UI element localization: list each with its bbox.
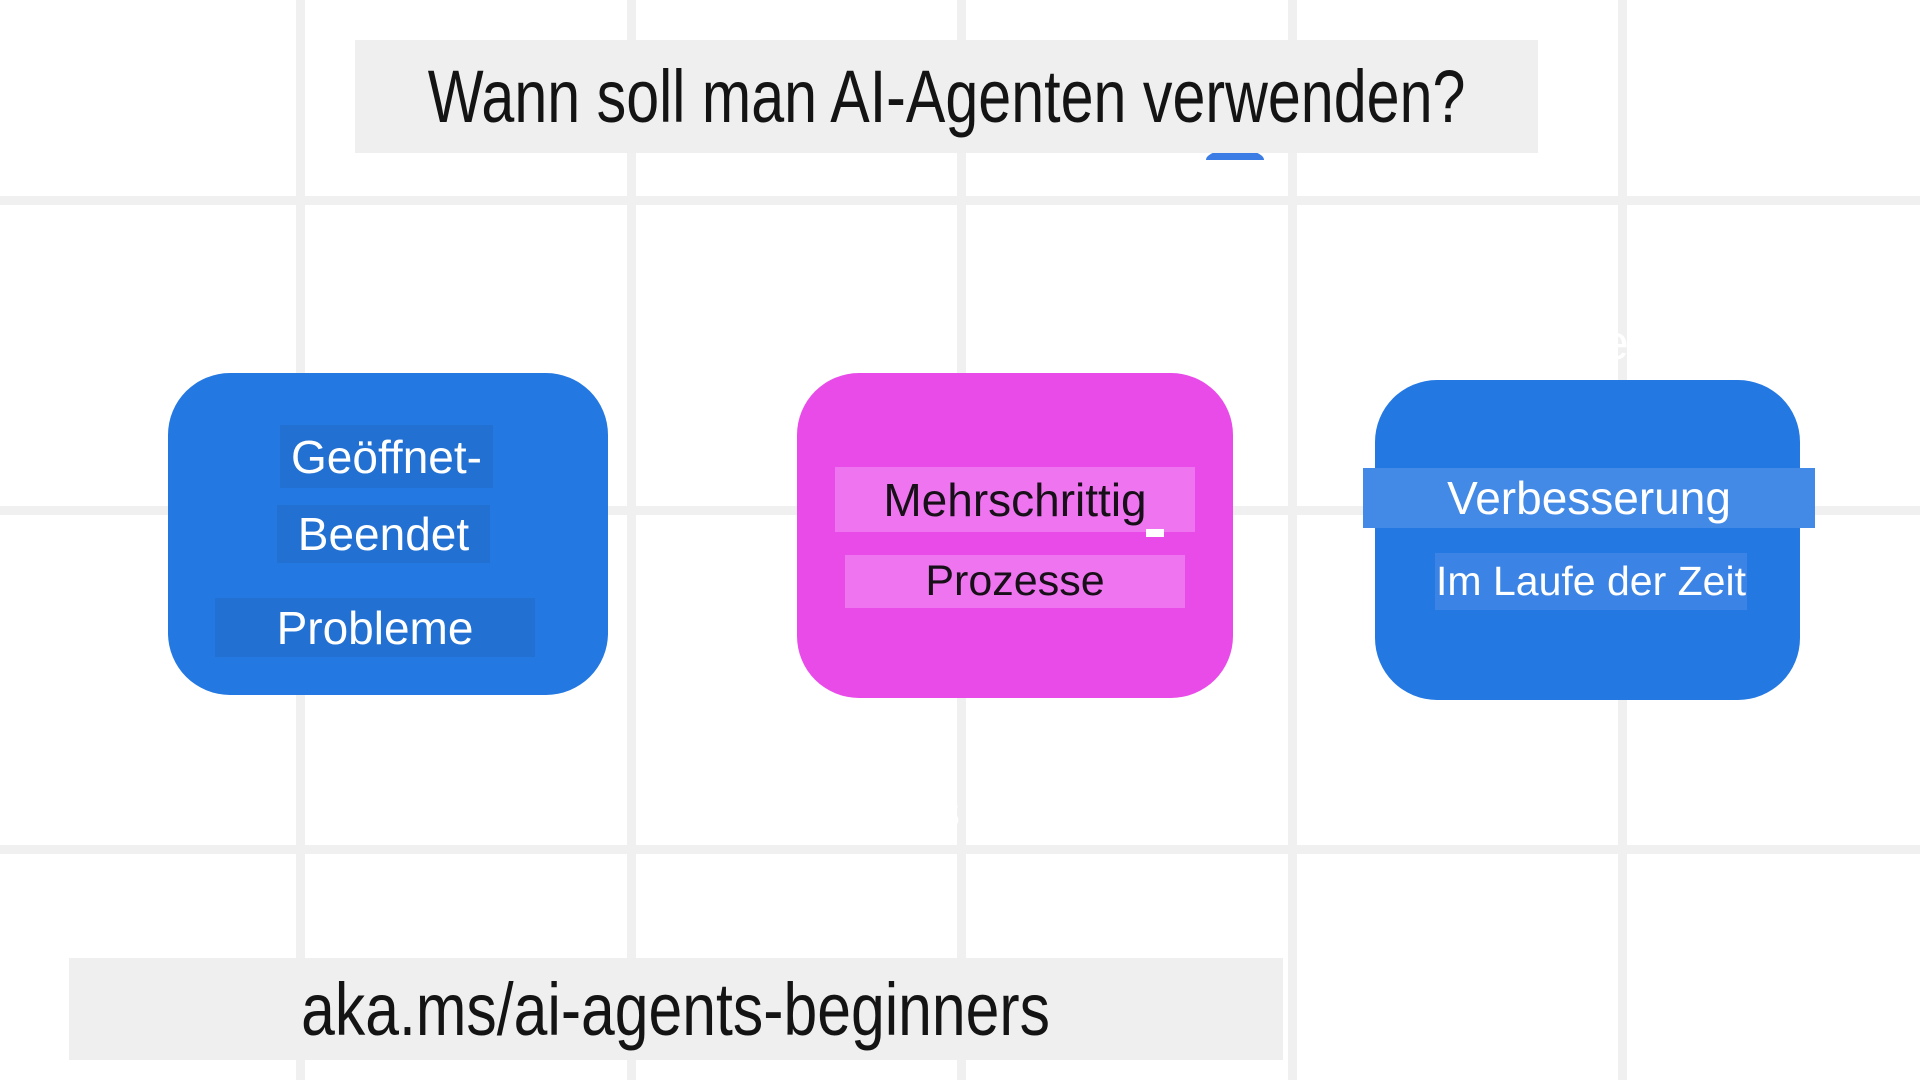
card-open-line-1: Geöffnet- (280, 425, 493, 488)
ghost-letter: s (936, 785, 960, 838)
card-open-ended-problems[interactable]: Geöffnet- Beendet Probleme (168, 373, 608, 695)
card-open-line-3: Probleme (215, 598, 535, 657)
ghost-letter: e (1602, 317, 1629, 370)
card-multi-step-processes[interactable]: Mehrschrittig Prozesse (797, 373, 1233, 698)
card-multi-line-2: Prozesse (845, 555, 1185, 608)
card-multi-line-1: Mehrschrittig (835, 467, 1195, 532)
card-open-line-2-text: Beendet (297, 508, 470, 560)
page-title: Wann soll man AI-Agenten verwenden? (355, 40, 1538, 153)
card-improve-line-1: Verbesserung (1363, 468, 1815, 528)
footer-link-text: aka.ms/ai-agents-beginners (301, 967, 1051, 1051)
blue-dot-artifact (1206, 149, 1264, 160)
page-title-text: Wann soll man AI-Agenten verwenden? (427, 55, 1466, 138)
card-multi-line-1-text: Mehrschrittig (883, 473, 1147, 526)
card-open-line-1-text: Geöffnet- (291, 430, 482, 483)
grid-line-horizontal (0, 845, 1920, 854)
card-improvement-over-time[interactable]: Verbesserung Im Laufe der Zeit (1363, 380, 1815, 700)
card-open-line-3-text: Probleme (276, 601, 474, 654)
grid-line-horizontal (0, 196, 1920, 205)
card-improve-line-2-text: Im Laufe der Zeit (1436, 558, 1746, 604)
grid-line-vertical (1288, 0, 1297, 1080)
card-improve-line-2: Im Laufe der Zeit (1435, 553, 1747, 610)
footer-link-bar: aka.ms/ai-agents-beginners (69, 958, 1283, 1060)
grid-line-vertical (627, 0, 636, 1080)
underline-artifact (1146, 529, 1164, 537)
card-improve-line-1-text: Verbesserung (1447, 472, 1731, 524)
card-open-line-2: Beendet (277, 505, 490, 563)
card-multi-line-2-text: Prozesse (925, 557, 1105, 605)
